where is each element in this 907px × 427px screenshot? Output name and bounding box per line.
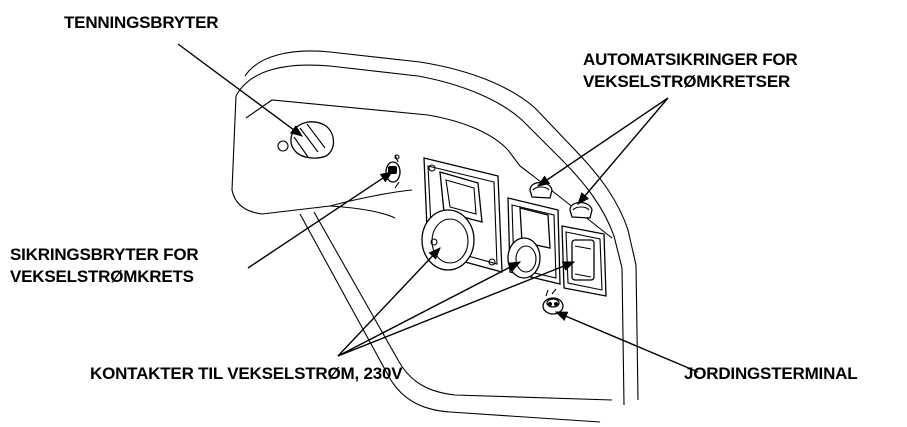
ac-breakers-label-line2: VEKSELSTRØMKRETSER: [583, 72, 791, 91]
ground-terminal-label: JORDINGSTERMINAL: [684, 364, 858, 383]
leader-receptacle-small: [337, 261, 576, 357]
ac-receptacles-label: KONTAKTER TIL VEKSELSTRØM, 230V: [90, 364, 403, 383]
panel-housing: [231, 50, 639, 423]
ignition-switch-label: TENNINGSBRYTER: [64, 13, 219, 32]
ground-terminal: [542, 288, 564, 315]
leader-ground: [554, 311, 699, 373]
leader-receptacle-large: [337, 247, 441, 357]
leader-breaker-switch: [247, 171, 394, 269]
leader-ignition: [177, 43, 304, 137]
leader-lines: [177, 43, 699, 373]
circuit-breaker-switch-label-line1: SIKRINGSBRYTER FOR: [10, 245, 199, 264]
leader-breaker-2: [577, 97, 669, 205]
ac-breakers-label-line1: AUTOMATSIKRINGER FOR: [583, 50, 798, 69]
leader-receptacle-medium: [337, 261, 522, 357]
circuit-breaker-switch-label-line2: VEKSELSTRØMKRETS: [10, 267, 194, 286]
ac-receptacle-small: [561, 225, 607, 297]
circuit-breaker-switch: [385, 154, 401, 189]
leader-breaker-1: [536, 97, 669, 187]
ac-receptacle-medium: [507, 197, 561, 285]
ignition-switch-knob: [277, 121, 335, 159]
